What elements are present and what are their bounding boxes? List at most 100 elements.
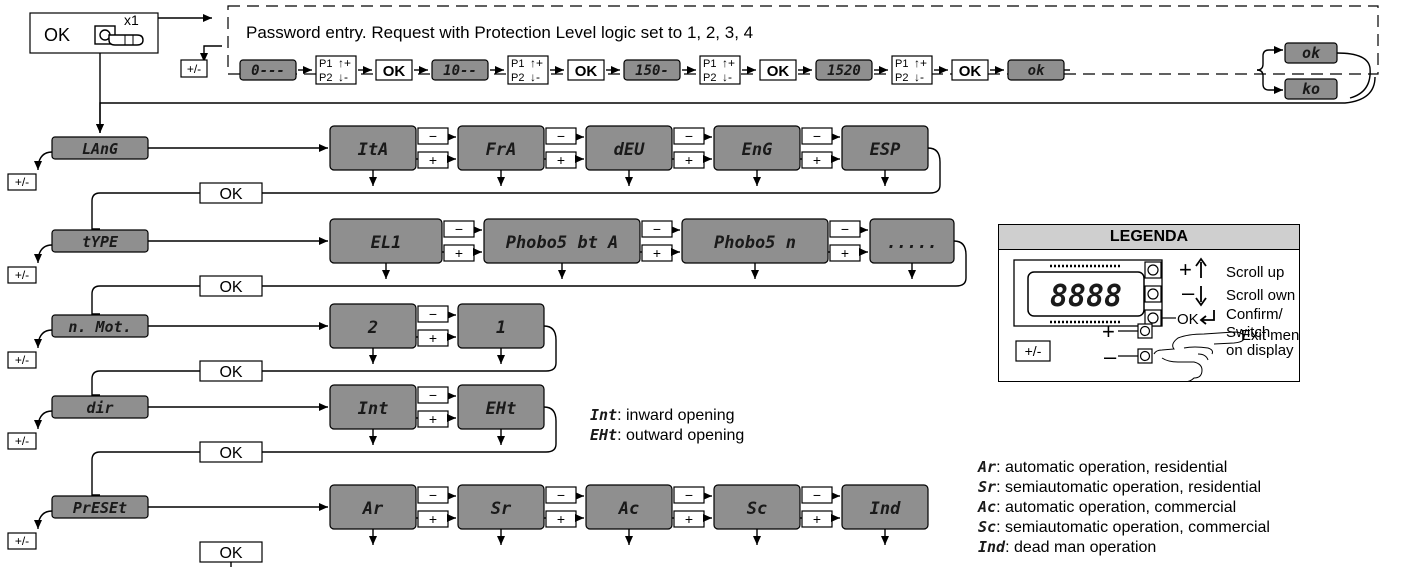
plus-sign: + bbox=[1179, 257, 1192, 282]
menu-option-label: EnG bbox=[742, 140, 773, 160]
dir-note-code-0: Int bbox=[590, 406, 617, 424]
password-step-1: 10-- bbox=[431, 59, 489, 81]
plus-key: + bbox=[813, 511, 821, 527]
press-multiplier: x1 bbox=[124, 12, 139, 28]
menu-4-option-3: Sc bbox=[713, 484, 801, 530]
ok-key-3: OK bbox=[199, 441, 263, 463]
pressing-hand-icon bbox=[1153, 331, 1245, 382]
minus-key: − bbox=[429, 128, 437, 144]
password-ok-button-2: OK bbox=[759, 59, 797, 81]
plus-key: + bbox=[455, 245, 463, 261]
ok-key-label-1: OK bbox=[219, 279, 242, 296]
plus-key: + bbox=[429, 330, 437, 346]
minus-key: − bbox=[455, 221, 463, 237]
menu-4-nav-0: −+ bbox=[416, 486, 456, 528]
menu-0-nav-2: −+ bbox=[672, 127, 712, 169]
ok-key-2: OK bbox=[199, 360, 263, 382]
legend-ok-label: OK bbox=[1177, 311, 1199, 328]
menu-option-label: Sc bbox=[747, 499, 767, 519]
password-exit-label: +/- bbox=[187, 62, 201, 76]
password-ok-label: OK bbox=[575, 63, 598, 80]
password-ok-button-1: OK bbox=[567, 59, 605, 81]
exit-key-label-1: +/- bbox=[15, 268, 29, 282]
menu-option-label: Int bbox=[358, 399, 389, 419]
ok-key-1: OK bbox=[199, 275, 263, 297]
dir-notes: Int: inward opening EHt: outward opening bbox=[590, 406, 744, 444]
menu-0-nav-3: −+ bbox=[800, 127, 840, 169]
menu-option-label: Phobo5 n bbox=[714, 233, 796, 253]
menu-1-nav-2: −+ bbox=[828, 220, 868, 262]
menu-option-label: Phobo5 bt A bbox=[506, 233, 619, 253]
menu-0-option-4: ESP bbox=[841, 125, 929, 171]
menu-4-nav-3: −+ bbox=[800, 486, 840, 528]
menu-4-option-2: Ac bbox=[585, 484, 673, 530]
menu-4-nav-1: −+ bbox=[544, 486, 584, 528]
svg-text:–: – bbox=[1104, 344, 1117, 369]
p1-up-label: ↑+ bbox=[914, 56, 927, 70]
menu-option-label: EHt bbox=[486, 399, 517, 419]
password-step-label: 1520 bbox=[827, 63, 861, 79]
p1-label: P1 bbox=[319, 58, 332, 70]
p2-label: P2 bbox=[895, 72, 908, 84]
plus-key: + bbox=[557, 511, 565, 527]
password-step-label: 0--- bbox=[251, 63, 285, 79]
legend-exit: Exit menù bbox=[1241, 327, 1300, 344]
dir-note-text-1: : outward opening bbox=[617, 427, 744, 444]
menu-2-nav-0: −+ bbox=[416, 305, 456, 347]
legend-exit-key: +/- bbox=[1015, 340, 1051, 362]
legend-scroll-up: Scroll up bbox=[1226, 264, 1284, 281]
p1-up-label: ↑+ bbox=[722, 56, 735, 70]
menu-row-1: tYPE+/-EL1−+Phobo5 bt A−+Phobo5 n−+.....… bbox=[7, 218, 967, 315]
menu-option-label: 2 bbox=[367, 318, 378, 338]
result-ko: ko bbox=[1302, 80, 1320, 98]
legend-switch: Switch bbox=[1226, 324, 1270, 341]
p1-label: P1 bbox=[703, 58, 716, 70]
preset-note-text-1: : semiautomatic operation, residential bbox=[996, 479, 1261, 496]
legend-content: 8888 + – OK Scroll up Scroll own Confirm… bbox=[1013, 257, 1300, 382]
exit-key-1: +/- bbox=[7, 266, 37, 284]
menu-4-option-1: Sr bbox=[457, 484, 545, 530]
p1-label: P1 bbox=[895, 58, 908, 70]
preset-note-code-2: Ac bbox=[977, 498, 996, 516]
menu-4-nav-2: −+ bbox=[672, 486, 712, 528]
svg-text:Sr: semiautomatic operation, r: Sr: semiautomatic operation, residential bbox=[978, 478, 1261, 496]
plus-key: + bbox=[653, 245, 661, 261]
exit-key-label-4: +/- bbox=[15, 534, 29, 548]
plus-key: + bbox=[429, 411, 437, 427]
menu-option-label: Ac bbox=[618, 499, 639, 519]
p2-down-label: ↓- bbox=[338, 70, 348, 84]
arrow-up-icon bbox=[1195, 257, 1207, 278]
plus-key: + bbox=[557, 152, 565, 168]
minus-key: − bbox=[653, 221, 661, 237]
p1-label: P1 bbox=[511, 58, 524, 70]
menu-row-2: n. Mot.+/-2−+1OK bbox=[7, 303, 557, 396]
password-step-2: 150- bbox=[623, 59, 681, 81]
password-exit: +/- bbox=[180, 45, 222, 78]
menu-option-label: ESP bbox=[870, 140, 901, 160]
minus-key: − bbox=[429, 487, 437, 503]
password-ok-small: ok bbox=[1028, 63, 1045, 79]
enter-icon bbox=[1199, 310, 1215, 325]
svg-text:Sc: semiautomatic operation, c: Sc: semiautomatic operation, commercial bbox=[978, 518, 1270, 536]
result-ok: ok bbox=[1302, 44, 1321, 62]
legend-on-display: on display bbox=[1226, 342, 1294, 359]
password-ok-label: OK bbox=[383, 63, 406, 80]
password-ok-button-0: OK bbox=[375, 59, 413, 81]
exit-key-label-0: +/- bbox=[15, 175, 29, 189]
menu-option-label: ..... bbox=[886, 233, 937, 253]
minus-key: − bbox=[813, 487, 821, 503]
ok-key-label-4: OK bbox=[219, 545, 242, 562]
preset-note-code-1: Sr bbox=[978, 478, 996, 496]
p1-up-label: ↑+ bbox=[338, 56, 351, 70]
preset-note-text-0: : automatic operation, residential bbox=[996, 459, 1227, 476]
minus-key: − bbox=[429, 306, 437, 322]
legend-scroll-down: Scroll own bbox=[1226, 287, 1295, 304]
menu-0-option-3: EnG bbox=[713, 125, 801, 171]
menu-3-option-0: Int bbox=[329, 384, 417, 430]
plus-key: + bbox=[685, 152, 693, 168]
menu-1-nav-1: −+ bbox=[640, 220, 680, 262]
menu-option-label: EL1 bbox=[371, 233, 402, 253]
